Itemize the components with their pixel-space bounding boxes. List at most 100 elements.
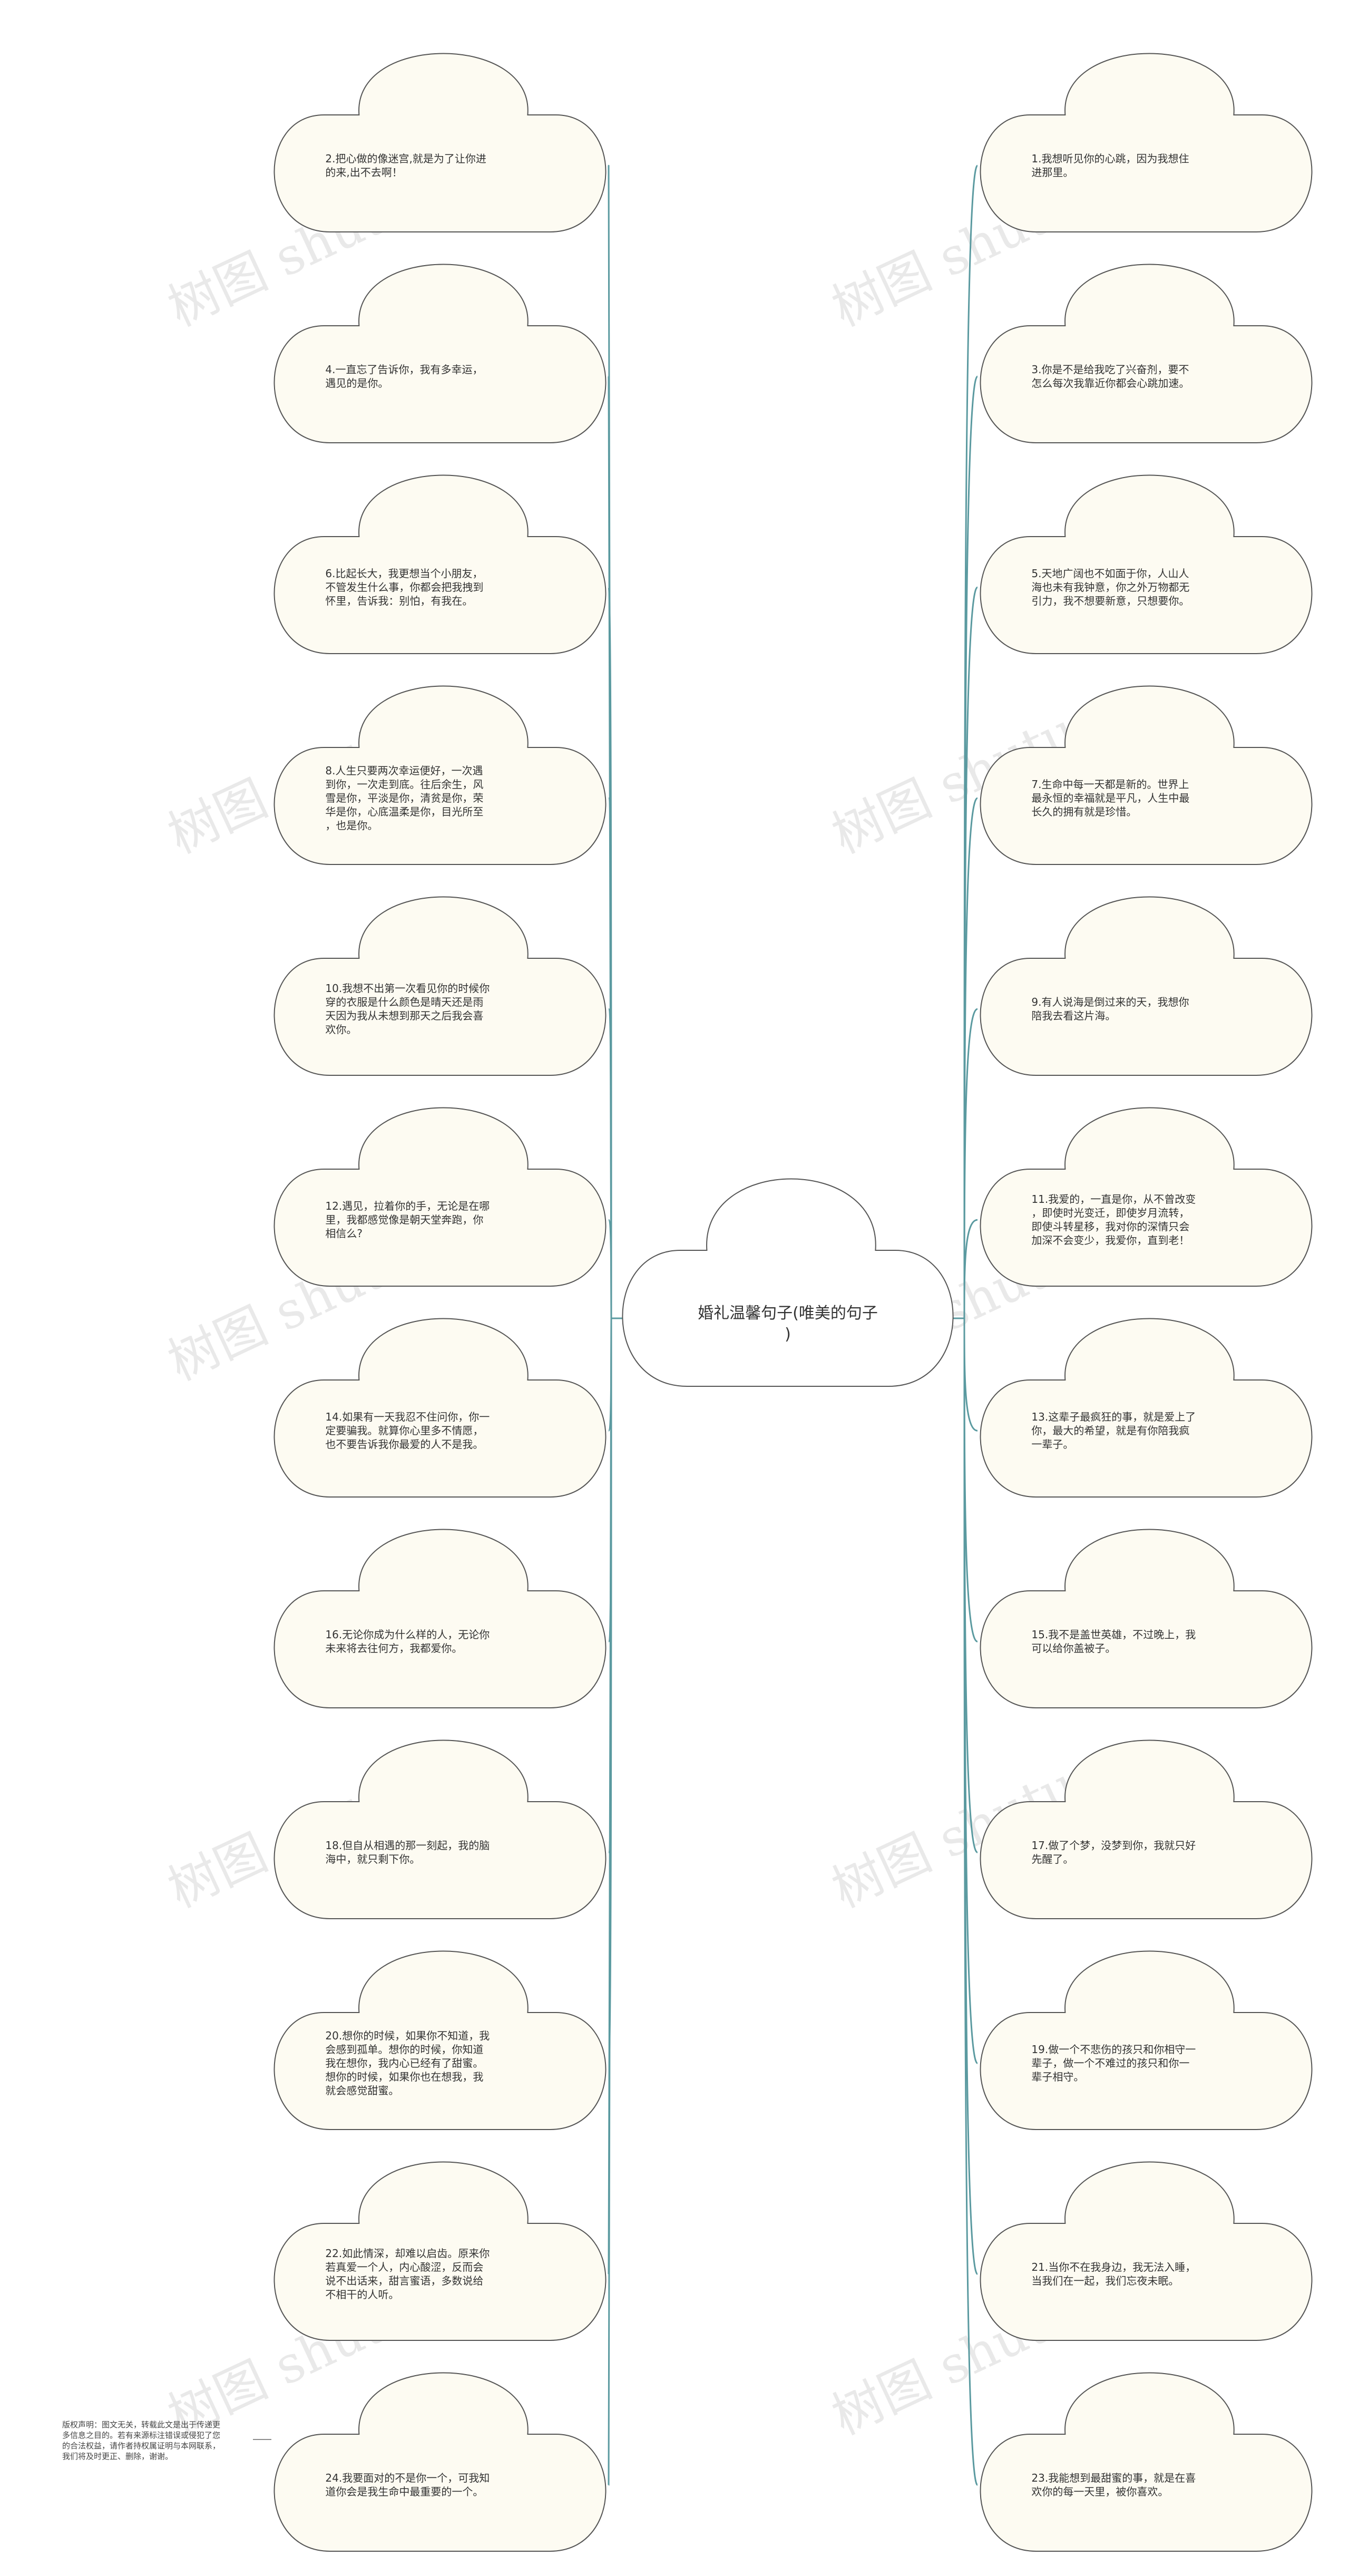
node-text-line: 12.遇见，拉着你的手，无论是在哪	[325, 1200, 490, 1212]
left-node[interactable]: 22.如此情深，却难以启齿。原来你若真爱一个人，内心酸涩，反而会说不出话来，甜言…	[273, 2161, 607, 2341]
cloud-shape	[273, 1739, 607, 1919]
node-text-line: 16.无论你成为什么样的人，无论你	[325, 1628, 490, 1641]
node-text-line: 未来将去往何方，我都爱你。	[325, 1642, 462, 1655]
node-text-line: 进那里。	[1031, 166, 1073, 179]
node-text-line: 版权声明：图文无关，转载此文是出于传递更	[62, 2420, 220, 2429]
node-text-line: 22.如此情深，却难以启齿。原来你	[325, 2247, 490, 2260]
cloud-shape	[980, 1107, 1313, 1287]
node-text-line: 我们将及时更正、删除，谢谢。	[62, 2452, 173, 2461]
cloud-shape	[273, 53, 607, 232]
node-text-line: 长久的拥有就是珍惜。	[1031, 805, 1137, 818]
node-text-line: 想你的时候，如果你也在想我，我	[325, 2070, 483, 2083]
node-text-line: 先醒了。	[1031, 1853, 1073, 1865]
node-text-line: 到你，一次走到底。往后余生，风	[325, 778, 483, 791]
node-text-line: 欢你。	[325, 1023, 357, 1036]
node-text-line: 不管发生什么事，你都会把我拽到	[325, 581, 483, 594]
left-node[interactable]: 6.比起长大，我更想当个小朋友，不管发生什么事，你都会把我拽到怀里，告诉我：别怕…	[273, 474, 607, 654]
node-text-line: 遇见的是你。	[325, 377, 388, 390]
cloud-shape	[273, 2161, 607, 2341]
cloud-shape	[980, 1318, 1313, 1498]
node-text-line: 道你会是我生命中最重要的一个。	[325, 2485, 483, 2498]
right-node[interactable]: 5.天地广阔也不如面于你，人山人海也未有我钟意，你之外万物都无引力，我不想要新意…	[980, 474, 1313, 654]
node-text-line: 欢你的每一天里，被你喜欢。	[1031, 2485, 1168, 2498]
node-text-line: 的合法权益，请作者持权属证明与本网联系，	[62, 2441, 220, 2451]
node-text-line: 不相干的人听。	[325, 2288, 399, 2301]
node-text-line: 5.天地广阔也不如面于你，人山人	[1031, 567, 1189, 580]
cloud-shape	[980, 1950, 1313, 2130]
node-text-line: 辈子相守。	[1031, 2070, 1084, 2083]
center-node[interactable]: 婚礼温馨句子(唯美的句子)	[622, 1178, 954, 1387]
cloud-shape	[273, 1529, 607, 1708]
node-text-line: 就会感觉甜蜜。	[325, 2084, 399, 2097]
node-text-line: 也不要告诉我你最爱的人不是我。	[325, 1438, 483, 1451]
node-text-line: 相信么?	[325, 1227, 363, 1240]
cloud-shape	[980, 685, 1313, 865]
node-text-line: 说不出话来，甜言蜜语，多数说给	[325, 2274, 483, 2287]
node-text-line: 13.这辈子最疯狂的事，就是爱上了	[1031, 1411, 1196, 1423]
node-text-line: 24.我要面对的不是你一个，可我知	[325, 2472, 490, 2484]
left-node[interactable]: 14.如果有一天我忍不住问你，你一定要骗我。就算你心里多不情愿，也不要告诉我你最…	[273, 1318, 607, 1498]
node-text-line: 多信息之目的。若有来源标注错误或侵犯了您	[62, 2431, 220, 2440]
node-text-line: 2.把心做的像迷宫,就是为了让你进	[325, 152, 486, 165]
node-text-line: 我在想你，我内心已经有了甜蜜。	[325, 2057, 483, 2069]
cloud-shape	[273, 1950, 607, 2130]
node-text-line: ，也是你。	[325, 819, 378, 832]
node-text-line: 18.但自从相遇的那一刻起，我的脑	[325, 1839, 490, 1852]
left-node[interactable]: 8.人生只要两次幸运便好，一次遇到你，一次走到底。往后余生，风雪是你，平淡是你，…	[273, 685, 607, 865]
copyright-notice: 版权声明：图文无关，转载此文是出于传递更多信息之目的。若有来源标注错误或侵犯了您…	[62, 2420, 271, 2461]
node-text-line: 即使斗转星移，我对你的深情只会	[1031, 1220, 1189, 1233]
cloud-shape	[273, 264, 607, 443]
right-connector	[963, 1219, 978, 1319]
cloud-shape	[273, 2372, 607, 2552]
node-text-line: 14.如果有一天我忍不住问你，你一	[325, 1411, 490, 1423]
right-node[interactable]: 11.我爱的，一直是你，从不曾改变，即使时光变迁，即使岁月流转，即使斗转星移，我…	[980, 1107, 1313, 1287]
cloud-shape	[980, 2372, 1313, 2552]
cloud-shape	[980, 1529, 1313, 1708]
cloud-shape	[980, 53, 1313, 232]
node-text-line: 穿的衣服是什么颜色是晴天还是雨	[325, 996, 483, 1008]
node-text-line: 里，我都感觉像是朝天堂奔跑，你	[325, 1213, 483, 1226]
right-node[interactable]: 21.当你不在我身边，我无法入睡，当我们在一起，我们忘夜未眠。	[980, 2161, 1313, 2341]
node-text-line: )	[785, 1325, 791, 1344]
node-text-line: 华是你，心底温柔是你，目光所至	[325, 805, 483, 818]
node-text-line: 1.我想听见你的心跳，因为我想住	[1031, 152, 1189, 165]
cloud-shape	[273, 1107, 607, 1287]
left-node[interactable]: 20.想你的时候，如果你不知道，我会感到孤单。想你的时候，你知道我在想你，我内心…	[273, 1950, 607, 2130]
node-text-line: 陪我去看这片海。	[1031, 1009, 1116, 1022]
node-text-line: 海中，就只剩下你。	[325, 1853, 420, 1865]
left-node[interactable]: 4.一直忘了告诉你，我有多幸运，遇见的是你。	[273, 264, 607, 443]
center-cloud-shape	[622, 1178, 954, 1387]
node-text-line: 加深不会变少，我爱你，直到老！	[1031, 1234, 1189, 1247]
cloud-shape	[980, 1739, 1313, 1919]
left-node[interactable]: 10.我想不出第一次看见你的时候你穿的衣服是什么颜色是晴天还是雨天因为我从未想到…	[273, 896, 607, 1076]
node-text-line: 雪是你，平淡是你，清贫是你，荣	[325, 792, 483, 804]
node-text-line: 会感到孤单。想你的时候，你知道	[325, 2043, 483, 2056]
node-text-line: 怀里，告诉我：别怕，有我在。	[325, 595, 473, 607]
cloud-shape	[980, 896, 1313, 1076]
node-text-line: 21.当你不在我身边，我无法入睡，	[1031, 2261, 1196, 2273]
node-text-line: 的来,出不去啊！	[325, 166, 402, 179]
cloud-shape	[273, 685, 607, 865]
cloud-shape	[980, 474, 1313, 654]
right-connector	[963, 1008, 978, 1319]
node-text-line: 3.你是不是给我吃了兴奋剂，要不	[1031, 363, 1189, 376]
node-text-line: 天因为我从未想到那天之后我会喜	[325, 1009, 483, 1022]
node-text-line: 4.一直忘了告诉你，我有多幸运，	[325, 363, 483, 376]
right-node[interactable]: 7.生命中每一天都是新的。世界上最永恒的幸福就是平凡，人生中最长久的拥有就是珍惜…	[980, 685, 1313, 865]
node-text-line: 一辈子。	[1031, 1438, 1073, 1451]
